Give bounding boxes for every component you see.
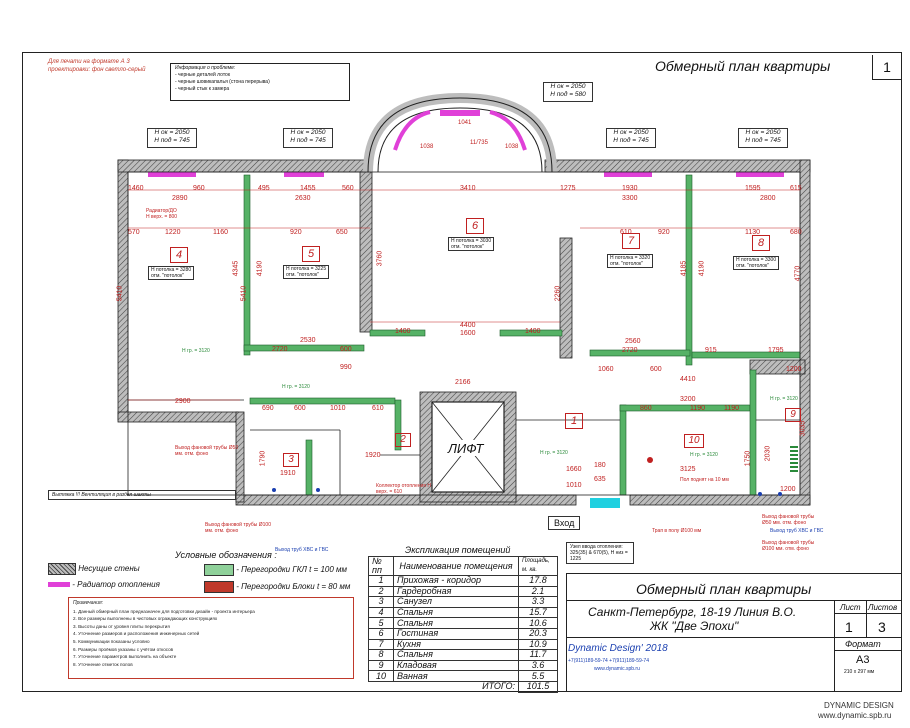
room-number-8: 8	[752, 235, 770, 251]
room-number-5: 5	[302, 246, 320, 262]
format-value: А3	[856, 654, 870, 666]
explication-title: Экспликация помещений	[405, 545, 511, 555]
fan-pipe-note-50: Выход фановой трубы Ø50 мм. отм. фоно	[175, 445, 239, 457]
drawing-sheet	[22, 52, 902, 692]
legend-title: Условные обозначения :	[175, 550, 277, 560]
room-number-1: 1	[565, 413, 583, 429]
title-block-title: Обмерный план квартиры	[636, 581, 812, 597]
sheet-title: Обмерный план квартиры	[655, 58, 831, 74]
room-number-10: 10	[684, 434, 704, 448]
room-ceiling-9: H гр. = 3120	[770, 396, 798, 402]
entrance-marker	[590, 498, 620, 508]
radiators	[148, 172, 784, 177]
legend-bearing-wall: Несущие стены	[48, 563, 140, 575]
title-block	[566, 573, 902, 692]
sheet-number-box: 1	[872, 55, 901, 80]
title-block-vsep	[834, 600, 835, 692]
partitions	[243, 174, 801, 496]
room-ceiling-10: H гр. = 3120	[690, 452, 718, 458]
info-box: Информация о проблеме: - черные деталей …	[170, 63, 350, 101]
fan-pipe-note-100: Выход фановой трубы Ø100 мм. отм. фоно	[205, 522, 271, 534]
format-label: Формат	[845, 639, 881, 649]
legend-green-swatch	[204, 564, 234, 576]
sheet-label: Лист	[840, 603, 861, 612]
floor-raised-note: Пол поднят на 10 мм	[680, 477, 729, 483]
notes-box: Примечания: 1. Данный обмерный план пред…	[68, 597, 354, 679]
room-ceiling-3: H гр. = 3120	[182, 348, 210, 354]
bay-window	[363, 92, 557, 173]
room-ceiling-1: H гр. = 3120	[540, 450, 568, 456]
room-number-9: 9	[785, 408, 801, 422]
room-number-2: 2	[395, 433, 411, 447]
sheets-value: 3	[878, 619, 886, 635]
company-site-small: www.dynamic.spb.ru	[594, 666, 640, 672]
legend-radiator-swatch	[48, 582, 70, 588]
room-number-4: 4	[170, 247, 188, 263]
collector-note: Коллектор отопления H верх. = 610	[376, 483, 431, 495]
entrance-label: Вход	[548, 516, 581, 530]
pipe-markers	[272, 457, 782, 496]
company-name: Dynamic Design' 2018	[568, 643, 668, 654]
title-block-sep1	[566, 600, 902, 601]
title-block-vsep2	[866, 600, 867, 638]
explication-table: № пп Наименование помещения Площадь, м. …	[368, 556, 558, 693]
qr-mark	[790, 444, 798, 472]
title-block-address: Санкт-Петербург, 18-19 Линия В.О.	[588, 605, 797, 619]
legend-hatch-swatch	[48, 563, 76, 575]
water-pipes-note-right: Выход труб ХВС и ГВС	[770, 528, 824, 534]
title-block-sep2	[566, 637, 834, 638]
room-number-7: 7	[622, 233, 640, 249]
water-pipes-note: Выход труб ХВС и ГВС	[275, 547, 329, 553]
sheet-value: 1	[845, 619, 853, 635]
table-total-row: ИТОГО:101.5	[369, 680, 558, 693]
title-block-sep4	[834, 637, 902, 638]
room-number-6: 6	[466, 218, 484, 234]
title-block-sep5	[834, 650, 902, 651]
watermark-name: DYNAMIC DESIGN	[824, 701, 894, 710]
floor-drain-note: Трап в полу Ø100 мм	[652, 528, 702, 534]
fan-pipe-note-right: Выход фановой трубы Ø50 мм. отм. фоно	[762, 514, 815, 526]
sheets-label: Листов	[868, 603, 898, 612]
title-block-sep3	[834, 613, 902, 614]
dimension-lines	[128, 189, 800, 401]
legend-gkl: - Перегородки ГКЛ t = 100 мм	[204, 564, 347, 576]
watermark-url: www.dynamic.spb.ru	[818, 711, 892, 720]
legend-radiator: - Радиатор отопления	[48, 580, 160, 589]
legend-blocks: - Перегородки Блоки t = 80 мм	[204, 581, 350, 593]
title-block-complex: ЖК "Две Эпохи"	[650, 619, 739, 633]
room-ceiling-2: H гр. = 3120	[282, 384, 310, 390]
lift-label: ЛИФТ	[446, 441, 486, 456]
fan-pipe-note-right2: Выход фановой трубы Ø100 мм. отм. фоно	[762, 540, 815, 552]
company-phones: +7(911)189-59-74 +7(911)189-59-74	[568, 658, 649, 664]
format-size: 210 х 297 мм	[844, 669, 875, 675]
room-number-3: 3	[283, 453, 299, 467]
heating-input-note: Узел ввода отопления: 325(35) & 670(5), …	[566, 542, 634, 564]
ventilation-note: Вытяжка !!! Вентиляция в раздел шахты	[48, 490, 236, 500]
legend-red-swatch	[204, 581, 234, 593]
